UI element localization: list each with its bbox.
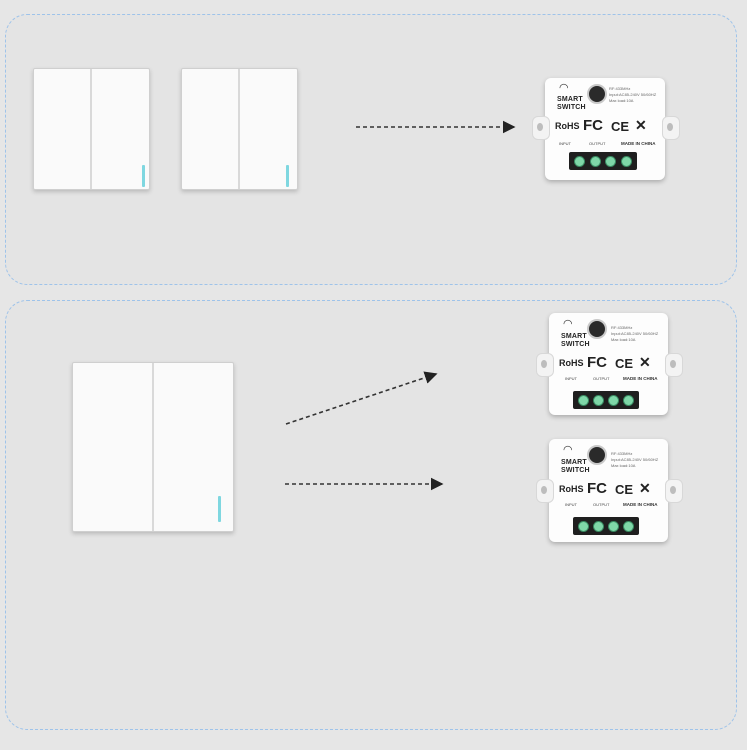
made-in-label: MADE IN CHINA <box>623 376 658 381</box>
ce-mark: CE <box>615 356 634 371</box>
wifi-icon: ◠ <box>559 82 569 94</box>
ce-mark: CE <box>611 119 630 134</box>
wifi-icon: ◠ <box>563 444 573 456</box>
terminal-block <box>573 391 639 409</box>
terminal-block <box>569 152 637 170</box>
mounting-ear-right <box>665 353 683 377</box>
indicator-led <box>218 496 221 522</box>
terminal-screw <box>578 520 589 532</box>
terminal-screw <box>620 155 632 167</box>
input-label: INPUT <box>565 502 577 507</box>
mounting-ear-left <box>532 116 550 140</box>
rohs-mark: RoHS <box>559 484 584 494</box>
weee-icon: ✕ <box>635 117 647 133</box>
terminal-screw <box>593 394 604 406</box>
pair-button <box>587 84 607 104</box>
spec-text: RF:433MHz Input:AC85-240V 50/60HZ Max lo… <box>611 325 659 342</box>
pair-button <box>587 445 607 465</box>
made-in-label: MADE IN CHINA <box>623 502 658 507</box>
mounting-ear-left <box>536 479 554 503</box>
wifi-icon: ◠ <box>563 318 573 330</box>
terminal-screw <box>574 155 586 167</box>
mounting-ear-right <box>665 479 683 503</box>
indicator-led <box>142 165 145 187</box>
terminal-screw <box>608 520 619 532</box>
ce-mark: CE <box>615 482 634 497</box>
terminal-screw <box>589 155 601 167</box>
terminal-screw <box>605 155 617 167</box>
switch-divider <box>90 69 92 189</box>
rohs-mark: RoHS <box>555 121 580 131</box>
wall-switch-1 <box>33 68 150 190</box>
fc-mark: FC <box>583 117 603 134</box>
terminal-screw <box>608 394 619 406</box>
wall-switch-2 <box>181 68 298 190</box>
output-label: OUTPUT <box>593 502 610 507</box>
mounting-ear-left <box>536 353 554 377</box>
spec-text: RF:433MHz Input:AC85-240V 50/60HZ Max lo… <box>609 86 657 103</box>
made-in-label: MADE IN CHINA <box>621 141 656 146</box>
rohs-mark: RoHS <box>559 358 584 368</box>
spec-text: RF:433MHz Input:AC85-240V 50/60HZ Max lo… <box>611 451 659 468</box>
pairing-arrow-bottom-1 <box>285 371 438 425</box>
weee-icon: ✕ <box>639 480 651 496</box>
wall-switch-3 <box>72 362 234 532</box>
terminal-screw <box>593 520 604 532</box>
pair-button <box>587 319 607 339</box>
fc-mark: FC <box>587 354 607 371</box>
switch-divider <box>152 363 154 531</box>
terminal-screw <box>623 394 634 406</box>
input-label: INPUT <box>565 376 577 381</box>
terminal-screw <box>623 520 634 532</box>
indicator-led <box>286 165 289 187</box>
terminal-screw <box>578 394 589 406</box>
output-label: OUTPUT <box>593 376 610 381</box>
output-label: OUTPUT <box>589 141 606 146</box>
weee-icon: ✕ <box>639 354 651 370</box>
terminal-block <box>573 517 639 535</box>
input-label: INPUT <box>559 141 571 146</box>
mounting-ear-right <box>662 116 680 140</box>
switch-divider <box>238 69 240 189</box>
fc-mark: FC <box>587 480 607 497</box>
